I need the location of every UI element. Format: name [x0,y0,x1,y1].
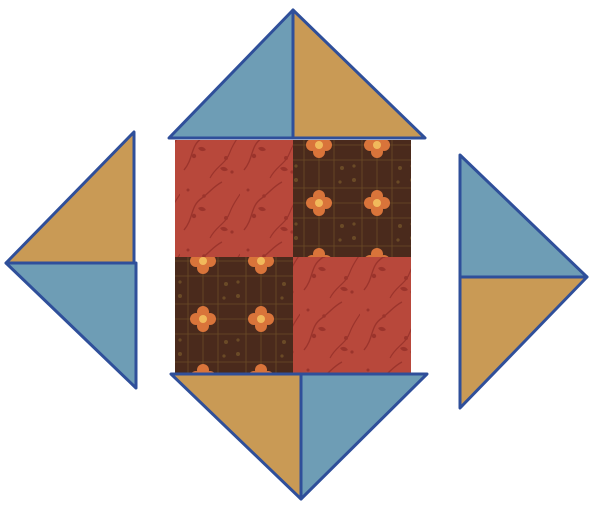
bottom-triangle-unit [171,374,427,499]
center-top-left-red-square [175,140,293,257]
center-top-right-brown-square [293,140,411,257]
left-tan-triangle [6,132,134,263]
bottom-blue-triangle [301,374,427,499]
right-blue-triangle [460,155,587,277]
top-tan-triangle [293,10,425,138]
bottom-tan-triangle [171,374,301,499]
center-four-patch [175,140,411,373]
right-triangle-unit [460,155,587,408]
top-blue-triangle [169,10,293,138]
center-bottom-right-red-square [293,257,411,373]
left-triangle-unit [6,132,136,388]
right-tan-triangle [460,277,587,408]
center-bottom-left-brown-square [175,257,293,373]
left-blue-triangle [6,263,136,388]
top-triangle-unit [169,10,425,138]
